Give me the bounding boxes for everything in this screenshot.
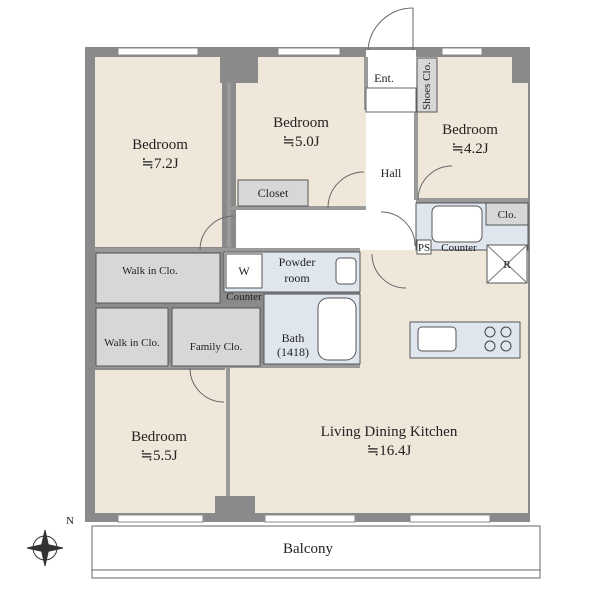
windows (117, 47, 491, 523)
pillar (512, 47, 530, 83)
bathtub (317, 297, 357, 361)
bedroom-3-area: ≒4.2J (451, 141, 488, 157)
pillar (215, 496, 255, 522)
bedroom-4-floor (95, 370, 225, 513)
ldk-floor (225, 250, 528, 513)
washer-space (225, 253, 263, 289)
walk-in-closet-2-label: Walk in Clo. (104, 337, 160, 349)
balcony-label: Balcony (283, 541, 333, 557)
bedroom-1-area: ≒7.2J (141, 156, 178, 172)
family-closet-label: Family Clo. (190, 341, 243, 353)
bedroom-4-area: ≒5.5J (140, 448, 177, 464)
ldk-name: Living Dining Kitchen (321, 424, 458, 440)
powder-room-label-1: Powder (279, 255, 316, 269)
hall-label: Hall (381, 166, 402, 180)
stove-icon (484, 326, 512, 352)
entrance-label: Ent. (374, 71, 394, 85)
bedroom-1-floor (95, 57, 222, 247)
powder-basin (335, 257, 357, 285)
refrigerator-space (486, 244, 528, 284)
small-closet (485, 202, 529, 226)
walk-in-closet-2 (95, 307, 169, 367)
kitchen-sink (417, 326, 457, 352)
refrigerator-label: R (503, 259, 511, 271)
bath-label: Bath (282, 331, 305, 345)
pillar (220, 47, 258, 83)
bedroom-2-name: Bedroom (273, 115, 329, 131)
compass-icon (26, 529, 64, 567)
north-label: N (66, 515, 74, 527)
ldk-area: ≒16.4J (367, 443, 412, 459)
ps-shaft (416, 239, 432, 255)
counter-bath-label: Counter (441, 242, 477, 254)
washer-label: W (238, 264, 250, 278)
ps-label: PS (418, 242, 430, 254)
bedroom-4-name: Bedroom (131, 429, 187, 445)
bath-size-label: (1418) (277, 345, 309, 359)
bedroom-3-name: Bedroom (442, 122, 498, 138)
bedroom-2-closet (237, 179, 309, 207)
shoes-closet (416, 57, 438, 113)
toilet-unit (431, 205, 483, 243)
entrance-step (365, 87, 417, 113)
counter-powder-label: Counter (226, 291, 262, 303)
corridor-floor (236, 210, 416, 250)
bedroom-2-area: ≒5.0J (282, 134, 319, 150)
walk-in-closet-1 (95, 252, 221, 304)
closet-label: Closet (258, 186, 289, 200)
entrance-door (367, 7, 414, 51)
family-closet (171, 307, 261, 367)
balcony (91, 525, 541, 579)
small-closet-label: Clo. (498, 209, 517, 221)
bedroom-1-name: Bedroom (132, 137, 188, 153)
powder-room-label-2: room (284, 271, 310, 285)
shoes-closet-label: Shoes Clo. (421, 62, 433, 110)
walk-in-closet-1-label: Walk in Clo. (122, 265, 178, 277)
